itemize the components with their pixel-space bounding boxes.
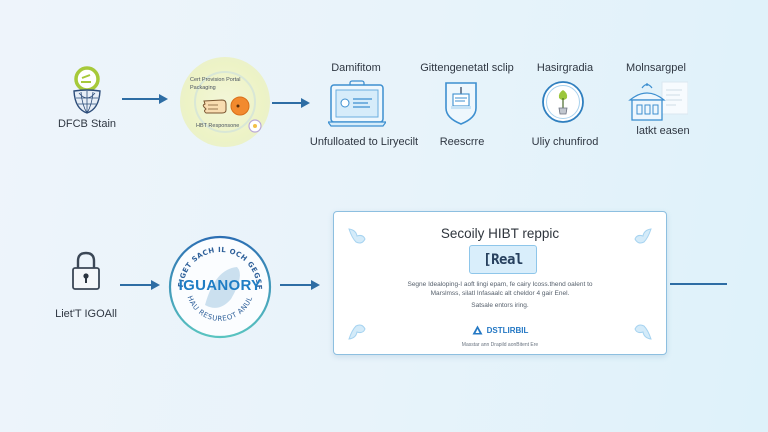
brand-name: DSTLIRBIL	[486, 325, 529, 335]
connector-line	[670, 283, 727, 285]
arrow-3	[120, 280, 160, 290]
inner-ring	[194, 71, 256, 133]
node-caption: Uliy chunfirod	[531, 136, 599, 148]
node-hand-key: Cert Provision Portal Packaging HBT Resp…	[180, 57, 272, 149]
card-body-line: Segne Idealoping-I aoft lingi epam, fe c…	[407, 281, 593, 288]
laptop-icon	[328, 80, 386, 127]
certificate-card: Secoily HIBT reppic [Real Segne Idealopi…	[333, 211, 667, 355]
card-footer: Masstar ann Drapild aonBitent Ere	[461, 342, 539, 348]
node-lock: Liet'T IGOAll	[46, 250, 126, 330]
arrow-1	[122, 94, 168, 104]
node-caption: HBT Responsone	[196, 123, 240, 129]
card-note: Satsale entors iring.	[471, 302, 529, 309]
shield-document-icon	[445, 82, 477, 125]
node-title: Cert Provision Portal	[190, 77, 241, 83]
card-badge: [Real	[469, 245, 537, 274]
node-subtitle: Packaging	[190, 85, 216, 91]
corner-ornament-icon	[348, 228, 366, 244]
lock-label: Liet'T IGOAll	[55, 308, 117, 320]
node-title: Damifitom	[331, 62, 381, 74]
card-body-line: Marslmss, silatl Infasaalc alt cheldor 4…	[430, 290, 570, 297]
node-plant: Hasirgradia Uliy chunfirod	[520, 62, 610, 152]
corner-ornament-icon	[634, 228, 652, 244]
corner-ornament-icon	[348, 324, 366, 340]
node-title: Gittengenetatl sclip	[420, 62, 514, 74]
building-document-icon	[628, 81, 688, 121]
node-shield: Gittengenetatl sclip Reescrre	[412, 62, 522, 152]
node-caption: Unfulloated to Liryecilt	[309, 136, 419, 148]
card-brand: DSTLIRBIL	[334, 325, 666, 335]
node-title: Hasirgradia	[536, 62, 594, 74]
corner-ornament-icon	[634, 324, 652, 340]
arrow-4	[280, 280, 320, 290]
seal-arc-text: A FIGET SACH IL OCH GEGSFG PUHAU RESUREO…	[165, 233, 263, 323]
node-building: Molnsargpel latkt easen	[618, 62, 708, 152]
node-dfcb-stain: DFCB Stain	[52, 62, 122, 132]
card-title: Secoily HIBT reppic	[440, 226, 560, 241]
padlock-icon	[72, 251, 100, 290]
node-label: DFCB Stain	[57, 118, 117, 130]
node-caption: Reescrre	[439, 136, 485, 148]
plant-circle-icon	[542, 81, 584, 123]
seal-badge: A FIGET SACH IL OCH GEGSFG PUHAU RESUREO…	[165, 233, 275, 341]
node-caption: latkt easen	[636, 125, 690, 137]
arrow-2	[272, 98, 310, 108]
hand-key-icon	[202, 96, 250, 116]
small-badge-icon	[248, 119, 262, 133]
globe-badge-icon	[73, 66, 101, 114]
node-laptop: Damifitom Unfulloated to Liryecilt	[300, 62, 430, 152]
seal-main-text: IGUANORY	[178, 277, 262, 294]
brand-logo-icon	[472, 325, 483, 335]
card-body: Segne Idealoping-I aoft lingi epam, fe c…	[334, 280, 666, 298]
node-title: Molnsargpel	[626, 62, 686, 74]
seal-badge-icon	[168, 235, 272, 339]
